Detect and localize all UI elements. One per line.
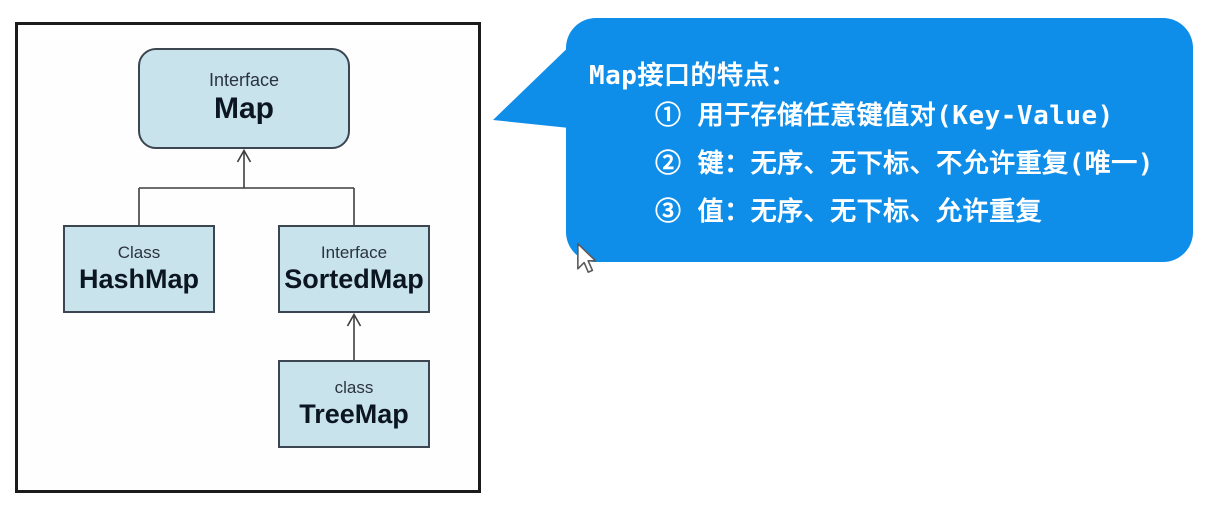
node-map-interface: Interface Map — [138, 48, 350, 149]
node-name: SortedMap — [284, 263, 424, 294]
node-stereotype: Class — [117, 243, 161, 263]
node-name: Map — [214, 92, 274, 126]
node-hashmap-class: Class HashMap — [63, 225, 215, 313]
node-sortedmap-interface: Interface SortedMap — [278, 225, 430, 313]
callout-item: ① 用于存储任意键值对(Key-Value) — [655, 101, 1114, 131]
node-stereotype: class — [334, 378, 374, 398]
callout-title: Map接口的特点： — [589, 61, 797, 91]
callout-item: ③ 值：无序、无下标、允许重复 — [655, 197, 1043, 227]
node-name: HashMap — [78, 263, 200, 294]
node-stereotype: Interface — [320, 243, 388, 263]
callout-bubble: Map接口的特点： ① 用于存储任意键值对(Key-Value) ② 键：无序、… — [566, 18, 1193, 262]
node-treemap-class: class TreeMap — [278, 360, 430, 448]
class-hierarchy-panel: Interface Map Class HashMap Interface So… — [15, 22, 481, 493]
callout-item-list: ① 用于存储任意键值对(Key-Value) ② 键：无序、无下标、不允许重复(… — [655, 102, 1154, 227]
node-name: TreeMap — [299, 398, 409, 429]
callout-item: ② 键：无序、无下标、不允许重复(唯一) — [655, 149, 1154, 179]
node-stereotype: Interface — [208, 70, 280, 91]
